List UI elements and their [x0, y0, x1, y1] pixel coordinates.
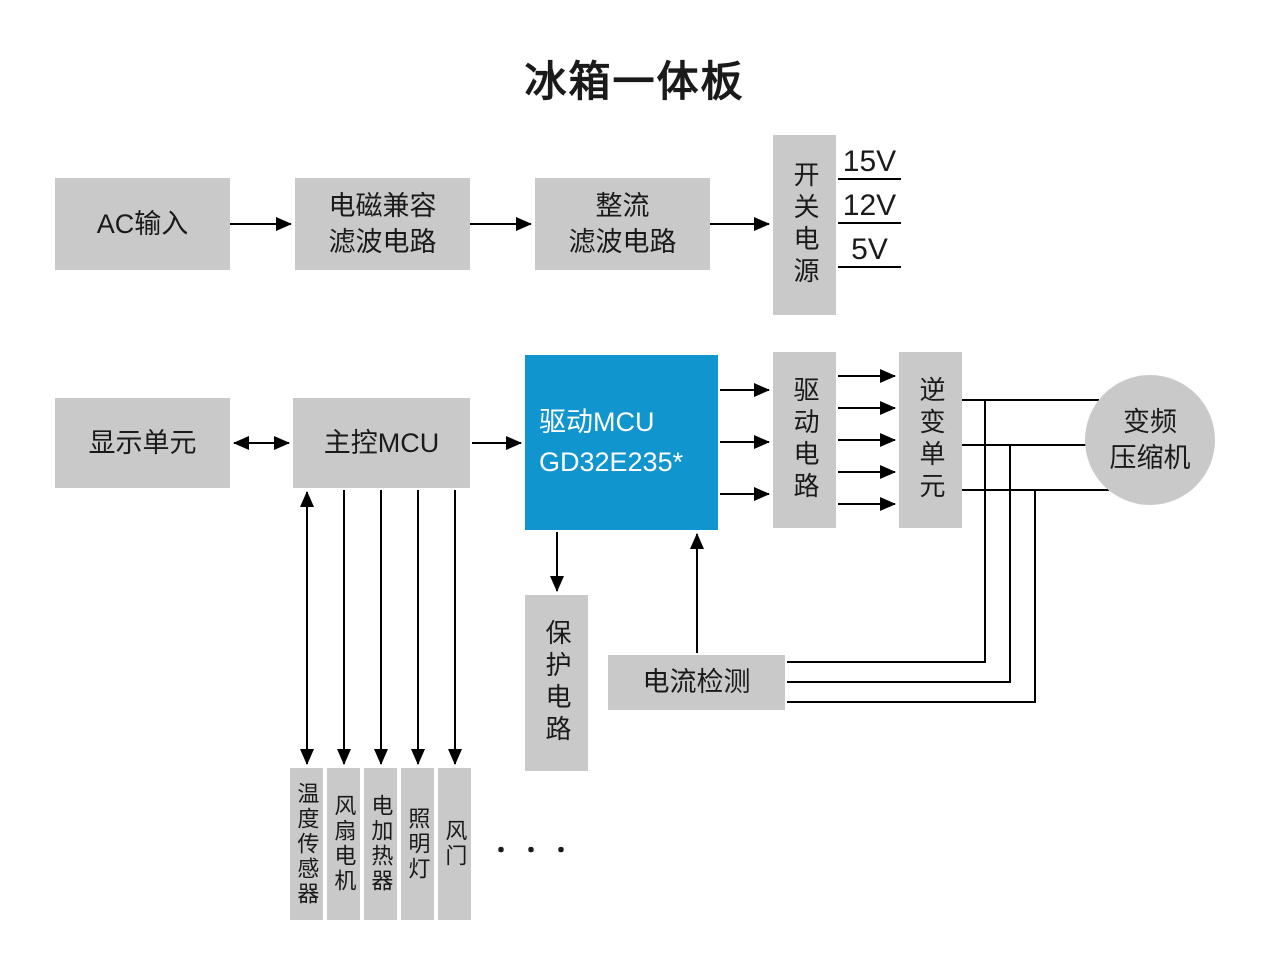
block-peripheral-temp-sensor-label: 温度传感器	[294, 781, 320, 907]
block-main-mcu-label: 主控MCU	[323, 427, 440, 458]
block-peripheral-light: 照明灯	[401, 768, 434, 920]
block-inverter-unit: 逆变单元	[899, 352, 962, 528]
block-peripheral-heater: 电加热器	[364, 768, 397, 920]
power-rail-15v-label: 15V	[842, 145, 897, 178]
block-protection-circuit: 保护电路	[525, 595, 588, 771]
block-compressor-label-line2: 压缩机	[1109, 443, 1191, 473]
power-rail-5v-label: 5V	[851, 233, 888, 266]
block-drive-circuit-label: 驱动电路	[790, 376, 821, 504]
block-peripheral-fan-motor-label: 风扇电机	[331, 794, 357, 894]
block-drive-circuit: 驱动电路	[773, 352, 836, 528]
block-display-unit-label: 显示单元	[88, 427, 197, 458]
power-rail-12v-label: 12V	[842, 189, 897, 222]
block-main-mcu: 主控MCU	[293, 398, 470, 488]
block-peripheral-light-label: 照明灯	[405, 806, 431, 882]
block-emc-filter-label-line2: 滤波电路	[328, 227, 437, 257]
block-current-detect-label: 电流检测	[642, 667, 751, 698]
block-rectifier-filter-label-line1: 整流	[595, 190, 650, 221]
block-inverter-unit-label: 逆变单元	[916, 376, 947, 504]
block-switching-power: 开关电源	[773, 135, 836, 315]
power-rail-15v: 15V	[838, 138, 901, 180]
block-display-unit: 显示单元	[55, 398, 230, 488]
block-ac-input-label: AC输入	[96, 208, 189, 239]
block-ac-input: AC输入	[55, 178, 230, 270]
block-compressor: 变频 压缩机	[1085, 375, 1215, 505]
block-compressor-label-line1: 变频	[1123, 406, 1177, 437]
block-drive-mcu: 驱动MCU GD32E235*	[525, 355, 718, 530]
block-drive-mcu-label-line2: GD32E235*	[539, 446, 684, 477]
block-peripheral-damper-label: 风门	[442, 819, 468, 869]
power-rail-5v: 5V	[838, 226, 901, 268]
block-rectifier-filter: 整流 滤波电路	[535, 178, 710, 270]
block-rectifier-filter-label-line2: 滤波电路	[568, 227, 677, 257]
block-peripheral-damper: 风门	[438, 768, 471, 920]
block-switching-power-label: 开关电源	[790, 161, 821, 289]
block-emc-filter-label-line1: 电磁兼容	[328, 190, 437, 221]
block-current-detect: 电流检测	[608, 655, 785, 710]
power-rail-12v: 12V	[838, 182, 901, 224]
block-drive-mcu-label-line1: 驱动MCU	[539, 407, 655, 438]
block-peripheral-temp-sensor: 温度传感器	[290, 768, 323, 920]
ellipsis-dots: ・・・	[490, 838, 581, 863]
block-peripheral-heater-label: 电加热器	[368, 794, 394, 894]
block-emc-filter: 电磁兼容 滤波电路	[295, 178, 470, 270]
block-peripheral-fan-motor: 风扇电机	[327, 768, 360, 920]
block-protection-circuit-label: 保护电路	[542, 619, 573, 747]
diagram-title: 冰箱一体板	[524, 58, 745, 105]
